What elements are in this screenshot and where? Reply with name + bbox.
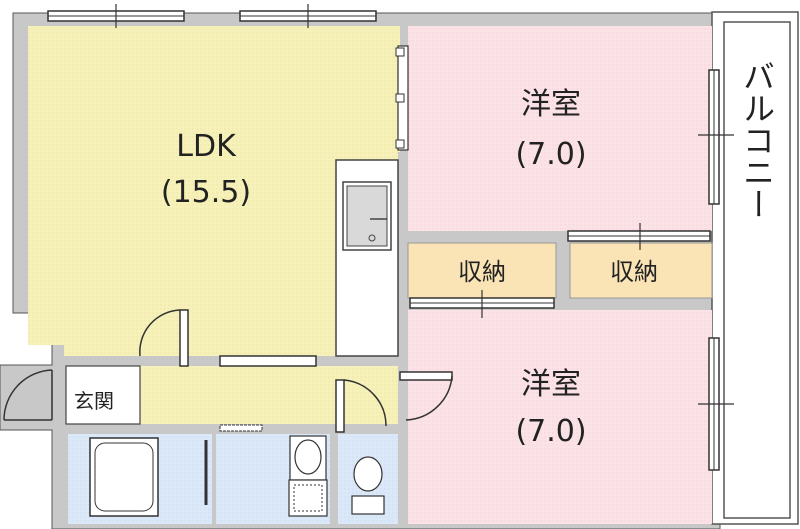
kitchen-counter [335,159,399,357]
closet-doors [409,223,711,318]
ldk-size: (15.5) [161,175,251,210]
ldk-floor [28,26,400,356]
bedroom-upper-label: 洋室 [521,87,581,122]
top-windows [47,4,377,28]
balcony-label: バルコニー [738,60,776,220]
closet-left-label: 収納 [458,258,506,286]
ldk-partition [219,45,409,367]
entrance-label: 玄関 [74,389,114,413]
bedroom-lower-label: 洋室 [521,367,581,402]
ldk-label: LDK [176,129,237,164]
bedroom-upper-floor [408,26,712,231]
bedroom-upper-size: (7.0) [515,137,586,172]
wet-area [68,424,398,524]
doors [3,309,453,433]
balcony [711,11,799,525]
balcony-windows [698,69,734,471]
closet-right-floor [569,242,713,299]
bedroom-lower-floor [408,310,712,524]
closet-left-floor [407,242,557,299]
closet-right-label: 収納 [610,258,658,286]
entrance [65,365,141,425]
hall-floor [140,366,398,424]
bedroom-lower-size: (7.0) [515,414,586,449]
